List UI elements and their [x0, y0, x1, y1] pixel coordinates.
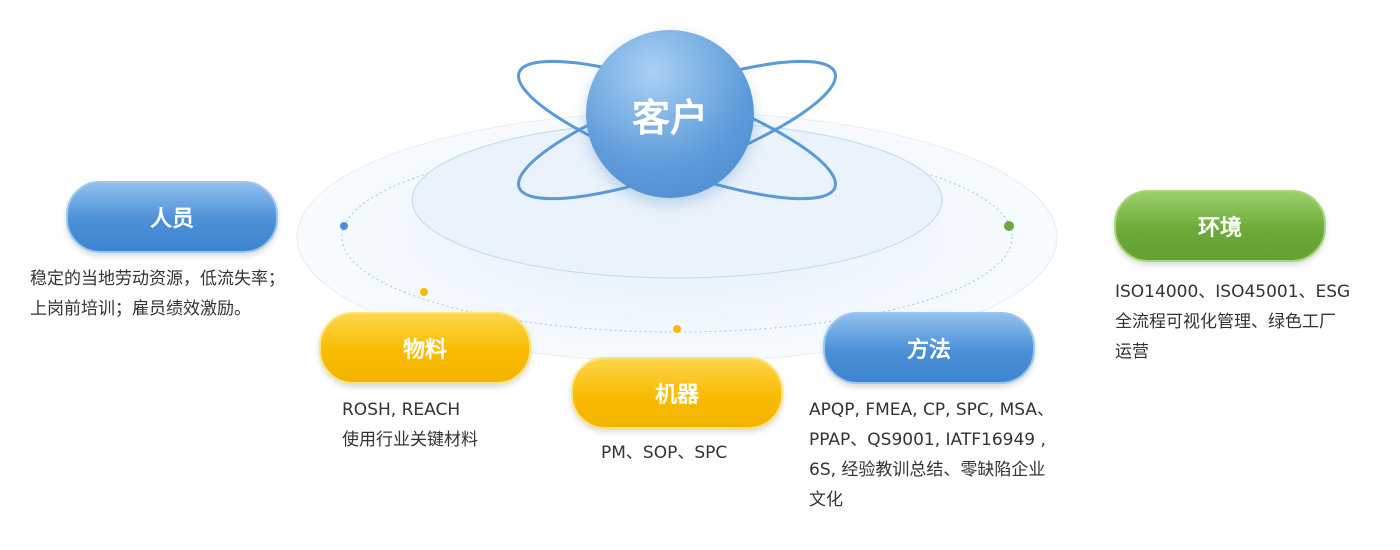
method-desc: APQP, FMEA, CP, SPC, MSA、 PPAP、QS9001, I…: [809, 400, 1054, 510]
node-environment: 环境: [1114, 190, 1326, 262]
node-material: 物料: [319, 312, 531, 384]
node-method: 方法: [823, 312, 1035, 384]
machine-desc: PM、SOP、SPC: [601, 443, 728, 463]
center-customer: 客户: [586, 30, 754, 198]
people-desc: 稳定的当地劳动资源，低流失率； 上岗前培训；雇员绩效激励。: [30, 269, 285, 319]
environment-desc: ISO14000、ISO45001、ESG 全流程可视化管理、绿色工厂 运营: [1115, 282, 1351, 362]
node-people: 人员: [66, 181, 278, 253]
material-desc: ROSH, REACH 使用行业关键材料: [342, 400, 478, 450]
dot-blue: [340, 222, 348, 230]
node-machine: 机器: [571, 357, 783, 429]
